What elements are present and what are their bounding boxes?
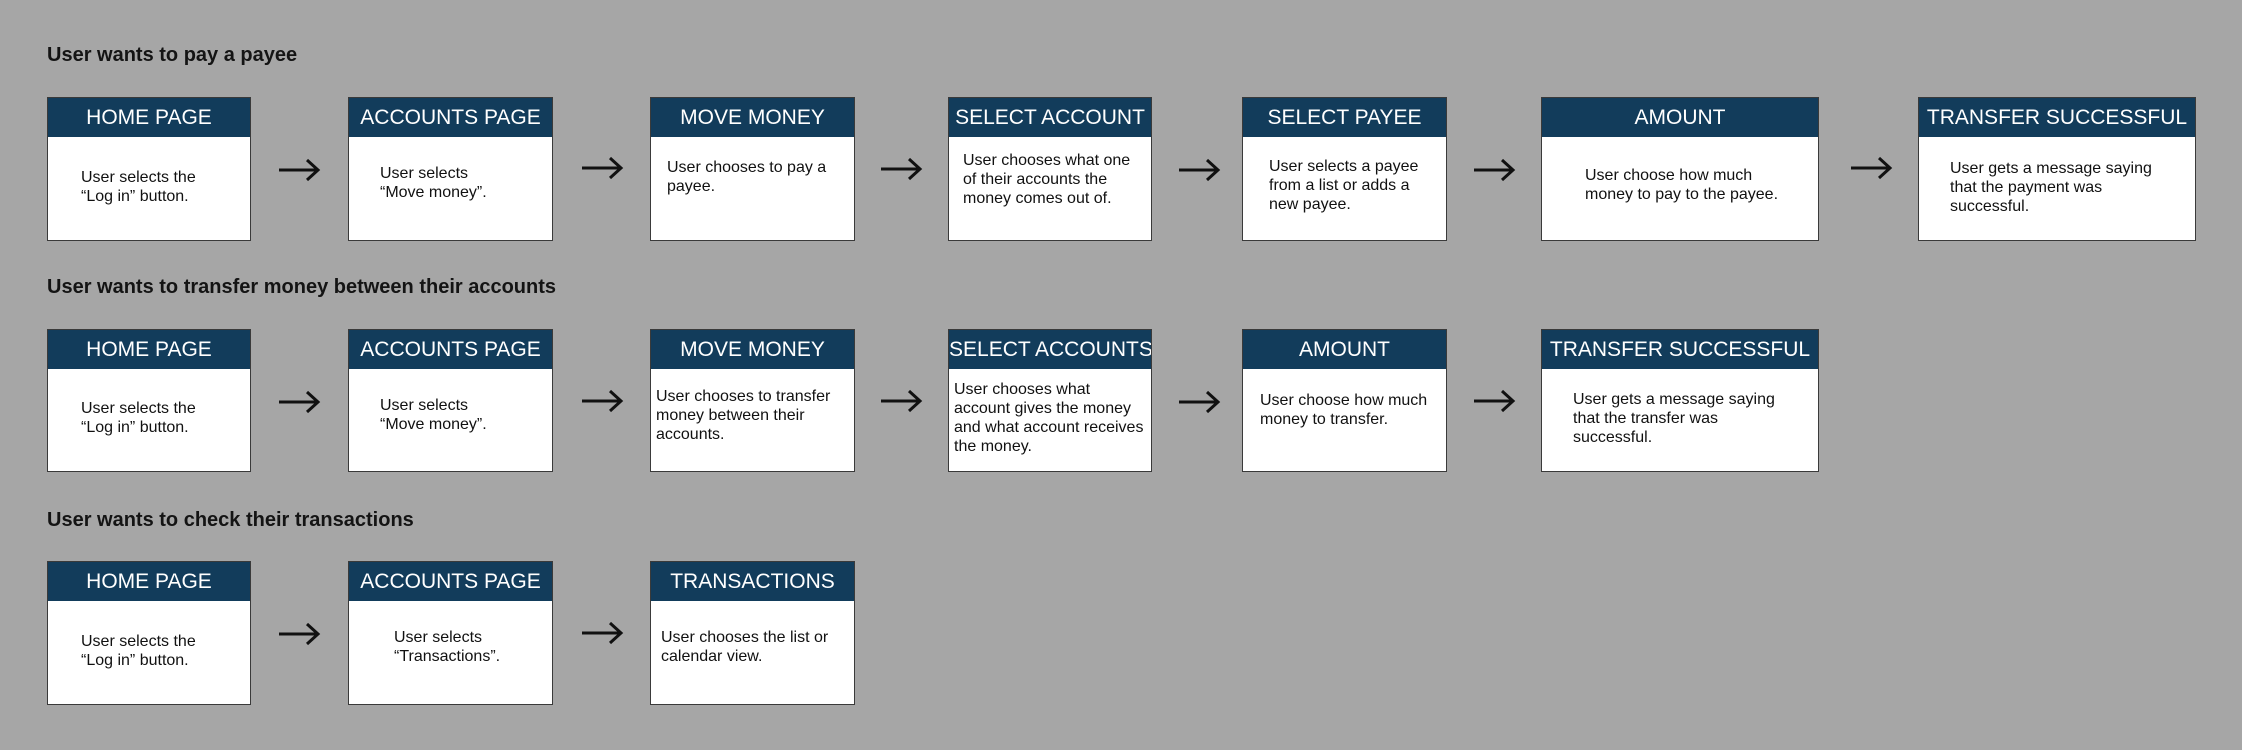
step-body: User selects the “Log in” button. bbox=[81, 169, 196, 205]
arrow-right-icon bbox=[1474, 158, 1516, 182]
arrow-right-icon bbox=[881, 157, 923, 181]
step-card: TRANSFER SUCCESSFUL User gets a message … bbox=[1918, 97, 2196, 241]
arrow-right-icon bbox=[279, 622, 321, 646]
step-body: User chooses to pay a payee. bbox=[667, 159, 827, 195]
step-body: User chooses the list or calendar view. bbox=[661, 629, 829, 665]
step-header: HOME PAGE bbox=[48, 562, 250, 601]
step-header: MOVE MONEY bbox=[651, 98, 854, 137]
step-header: TRANSFER SUCCESSFUL bbox=[1919, 98, 2195, 137]
step-header: MOVE MONEY bbox=[651, 330, 854, 369]
arrow-right-icon bbox=[881, 389, 923, 413]
step-header: AMOUNT bbox=[1243, 330, 1446, 369]
step-body: User chooses to transfer money between t… bbox=[656, 388, 831, 443]
step-body: User selects the “Log in” button. bbox=[81, 400, 196, 436]
step-header: SELECT ACCOUNTS bbox=[949, 330, 1151, 369]
step-body: User selects a payee from a list or adds… bbox=[1269, 158, 1419, 213]
arrow-right-icon bbox=[1179, 390, 1221, 414]
arrow-right-icon bbox=[582, 389, 624, 413]
step-body: User selects “Move money”. bbox=[380, 165, 487, 201]
step-card: SELECT ACCOUNT User chooses what one of … bbox=[948, 97, 1152, 241]
step-card: HOME PAGE User selects the “Log in” butt… bbox=[47, 97, 251, 241]
step-card: TRANSACTIONS User chooses the list or ca… bbox=[650, 561, 855, 705]
step-header: TRANSFER SUCCESSFUL bbox=[1542, 330, 1818, 369]
step-body: User selects “Move money”. bbox=[380, 397, 487, 433]
arrow-right-icon bbox=[279, 158, 321, 182]
step-header: HOME PAGE bbox=[48, 330, 250, 369]
step-header: SELECT PAYEE bbox=[1243, 98, 1446, 137]
arrow-right-icon bbox=[279, 390, 321, 414]
step-card: MOVE MONEY User chooses to transfer mone… bbox=[650, 329, 855, 472]
step-header: ACCOUNTS PAGE bbox=[349, 562, 552, 601]
step-header: ACCOUNTS PAGE bbox=[349, 98, 552, 137]
flow-title: User wants to transfer money between the… bbox=[47, 276, 557, 298]
step-card: AMOUNT User choose how much money to tra… bbox=[1242, 329, 1447, 472]
step-header: ACCOUNTS PAGE bbox=[349, 330, 552, 369]
step-body: User selects the “Log in” button. bbox=[81, 633, 196, 669]
step-header: TRANSACTIONS bbox=[651, 562, 854, 601]
step-card: SELECT ACCOUNTS User chooses what accoun… bbox=[948, 329, 1152, 472]
step-body: User chooses what one of their accounts … bbox=[963, 152, 1131, 207]
step-card: MOVE MONEY User chooses to pay a payee. bbox=[650, 97, 855, 241]
step-body: User choose how much money to transfer. bbox=[1260, 392, 1428, 428]
step-card: HOME PAGE User selects the “Log in” butt… bbox=[47, 561, 251, 705]
step-header: SELECT ACCOUNT bbox=[949, 98, 1151, 137]
step-card: HOME PAGE User selects the “Log in” butt… bbox=[47, 329, 251, 472]
step-body: User chooses what account gives the mone… bbox=[954, 381, 1144, 455]
step-card: ACCOUNTS PAGE User selects “Transactions… bbox=[348, 561, 553, 705]
step-card: ACCOUNTS PAGE User selects “Move money”. bbox=[348, 97, 553, 241]
step-card: ACCOUNTS PAGE User selects “Move money”. bbox=[348, 329, 553, 472]
step-header: AMOUNT bbox=[1542, 98, 1818, 137]
arrow-right-icon bbox=[1179, 158, 1221, 182]
step-body: User gets a message saying that the tran… bbox=[1573, 391, 1775, 446]
flow-title: User wants to check their transactions bbox=[47, 509, 414, 531]
flow-title: User wants to pay a payee bbox=[47, 44, 298, 66]
arrow-right-icon bbox=[1474, 389, 1516, 413]
step-body: User gets a message saying that the paym… bbox=[1950, 160, 2152, 215]
step-card: AMOUNT User choose how much money to pay… bbox=[1541, 97, 1819, 241]
step-card: TRANSFER SUCCESSFUL User gets a message … bbox=[1541, 329, 1819, 472]
step-body: User choose how much money to pay to the… bbox=[1585, 167, 1779, 203]
arrow-right-icon bbox=[582, 621, 624, 645]
step-card: SELECT PAYEE User selects a payee from a… bbox=[1242, 97, 1447, 241]
step-body: User selects “Transactions”. bbox=[394, 629, 501, 665]
arrow-right-icon bbox=[582, 156, 624, 180]
step-header: HOME PAGE bbox=[48, 98, 250, 137]
arrow-right-icon bbox=[1851, 156, 1893, 180]
